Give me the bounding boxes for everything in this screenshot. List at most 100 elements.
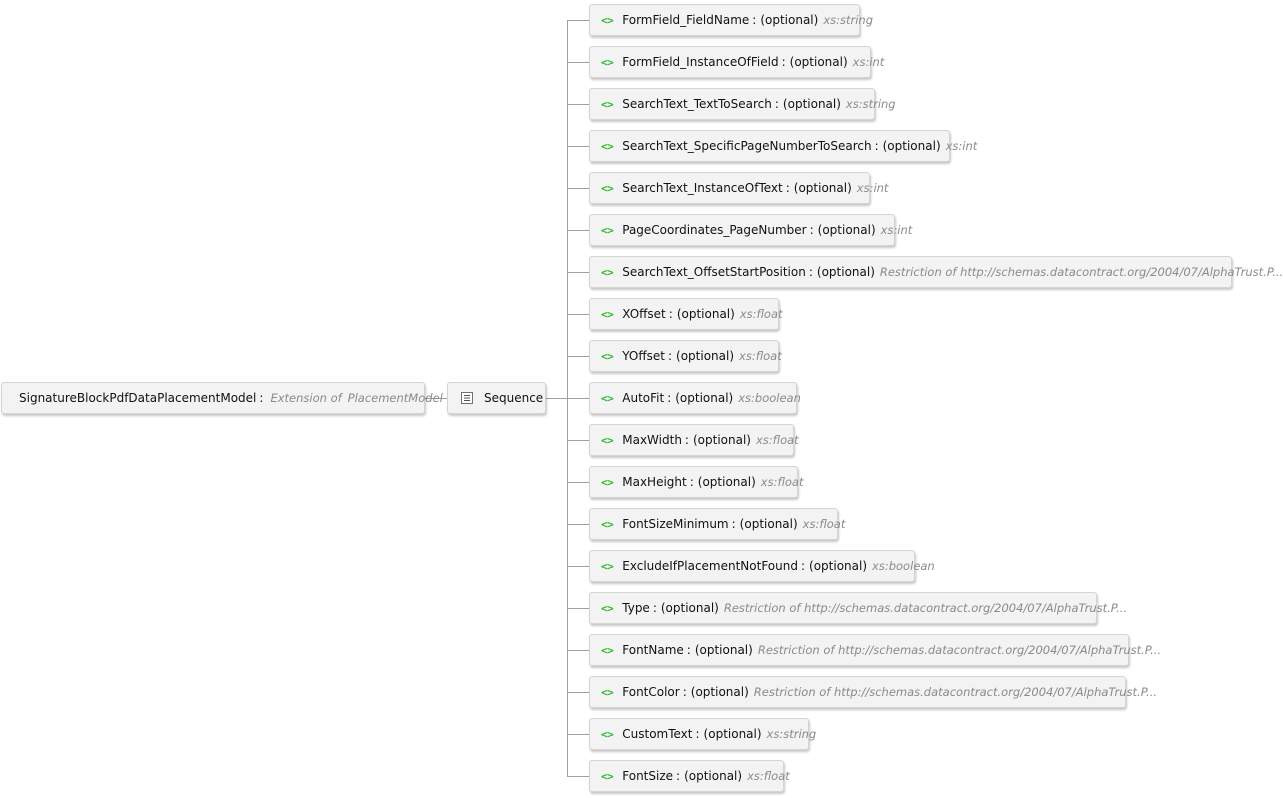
element-node[interactable]: <>XOffset:(optional)xs:float [589, 298, 783, 330]
element-icon: <> [601, 685, 614, 699]
element-icon: <> [601, 601, 614, 615]
element-node[interactable]: <> FontName:(optional) Restriction of http… [589, 634, 1161, 666]
element-type: Restriction of http://schemas.datacontra… [879, 265, 1283, 279]
element-occurrence: (optional) [660, 601, 719, 615]
root-base-type: PlacementModel [347, 391, 443, 405]
element-type: xs:int [945, 139, 978, 153]
element-occurrence: (optional) [809, 559, 868, 573]
element-icon: <> [601, 307, 614, 321]
element-separator: : [809, 223, 814, 237]
element-name: CustomText [622, 727, 693, 741]
root-separator: : [259, 391, 264, 405]
element-icon: <> [601, 97, 614, 111]
element-node[interactable]: <>FontSizeMinimum:(optional)xs:float [589, 508, 845, 540]
element-occurrence: (optional) [739, 517, 798, 531]
element-type: xs:int [856, 181, 889, 195]
element-node[interactable]: <> FontColor:(optional) Restriction of htt… [589, 676, 1157, 708]
element-name: XOffset [622, 307, 666, 321]
element-icon: <> [601, 181, 614, 195]
element-node[interactable]: <>FormField_InstanceOfField:(optional)xs… [589, 46, 884, 78]
element-occurrence: (optional) [676, 349, 735, 363]
element-node[interactable]: <>MaxHeight:(optional)xs:float [589, 466, 803, 498]
element-type: Restriction of http://schemas.datacontra… [723, 601, 1128, 615]
element-separator: : [774, 97, 779, 111]
element-name: Type [622, 601, 650, 615]
element-node[interactable]: <>CustomText:(optional)xs:string [589, 718, 816, 750]
element-node[interactable]: <> FormField_FieldName:(optional) xs:strin… [589, 4, 873, 36]
element-name: FontColor [622, 685, 680, 699]
element-node[interactable]: <>AutoFit:(optional)xs:boolean [589, 382, 801, 414]
element-node[interactable]: <>SearchText_OffsetStartPosition:(option… [589, 256, 1283, 288]
element-name: FormField_InstanceOfField [622, 55, 779, 69]
element-occurrence: (optional) [793, 181, 852, 195]
element-separator: : [874, 139, 879, 153]
element-name: SearchText_TextToSearch [622, 97, 772, 111]
element-type: xs:float [739, 349, 782, 363]
element-separator: : [667, 349, 673, 363]
element-separator: : [684, 433, 689, 447]
element-icon: <> [601, 517, 614, 531]
element-separator: : [731, 517, 736, 531]
element-occurrence: (optional) [694, 643, 753, 657]
element-name: PageCoordinates_PageNumber [622, 223, 807, 237]
element-icon: <> [601, 769, 614, 783]
sequence-node[interactable]: Sequence [447, 382, 546, 414]
element-node[interactable]: <>SearchText_InstanceOfText:(optional)xs… [589, 172, 888, 204]
root-extension-label: Extension of [270, 391, 342, 405]
element-type: xs:int [880, 223, 913, 237]
element-separator: : [752, 13, 757, 27]
element-node[interactable]: <>FontSize:(optional)xs:float [589, 760, 790, 792]
element-separator: : [689, 475, 694, 489]
element-name: FontName [622, 643, 684, 657]
element-occurrence: (optional) [692, 433, 751, 447]
element-occurrence: (optional) [816, 265, 875, 279]
element-icon: <> [601, 433, 614, 447]
element-separator: : [668, 307, 673, 321]
element-icon: <> [601, 13, 614, 27]
element-separator: : [667, 391, 672, 405]
element-name: MaxHeight [622, 475, 687, 489]
element-type: Restriction of http://schemas.datacontra… [753, 685, 1158, 699]
element-icon: <> [601, 55, 614, 69]
element-separator: : [686, 643, 691, 657]
element-name: FontSizeMinimum [622, 517, 729, 531]
element-occurrence: (optional) [882, 139, 941, 153]
element-name: SearchText_InstanceOfText [622, 181, 783, 195]
element-icon: <> [601, 559, 614, 573]
element-icon: <> [601, 475, 614, 489]
element-node[interactable]: <>ExcludeIfPlacementNotFound:(optional)x… [589, 550, 935, 582]
element-separator: : [781, 55, 786, 69]
element-occurrence: (optional) [760, 13, 819, 27]
element-name: SearchText_OffsetStartPosition [622, 265, 806, 279]
element-icon: <> [601, 727, 614, 741]
element-type: Restriction of http://schemas.datacontra… [757, 643, 1162, 657]
element-type: xs:string [823, 13, 874, 27]
element-node[interactable]: <>YOffset:(optional)xs:float [589, 340, 782, 372]
element-node[interactable]: <>PageCoordinates_PageNumber:(optional)x… [589, 214, 912, 246]
element-type: xs:float [755, 433, 799, 447]
element-node[interactable]: <>SearchText_TextToSearch:(optional)xs:s… [589, 88, 896, 120]
element-node[interactable]: <> MaxWidth:(optional) xs:float [589, 424, 799, 456]
element-icon: <> [601, 391, 614, 405]
element-node[interactable]: <> SearchText_SpecificPageNumberToSearch:… [589, 130, 977, 162]
element-name: SearchText_SpecificPageNumberToSearch [622, 139, 872, 153]
element-type: xs:float [739, 307, 783, 321]
element-separator: : [682, 685, 687, 699]
element-name: FormField_FieldName [622, 13, 750, 27]
element-occurrence: (optional) [675, 391, 734, 405]
element-occurrence: (optional) [817, 223, 876, 237]
element-name: ExcludeIfPlacementNotFound [622, 559, 798, 573]
root-complex-type-node[interactable]: SignatureBlockPdfDataPlacementModel : Ex… [1, 382, 443, 414]
element-node[interactable]: <> Type:(optional) Restriction of http://s… [589, 592, 1127, 624]
element-occurrence: (optional) [684, 769, 743, 783]
sequence-icon [461, 392, 473, 404]
element-name: MaxWidth [622, 433, 682, 447]
element-separator: : [652, 601, 657, 615]
element-icon: <> [601, 643, 614, 657]
element-separator: : [676, 769, 681, 783]
element-occurrence: (optional) [690, 685, 749, 699]
element-name: AutoFit [622, 391, 665, 405]
element-icon: <> [601, 139, 614, 153]
element-type: xs:float [760, 475, 804, 489]
element-occurrence: (optional) [789, 55, 848, 69]
